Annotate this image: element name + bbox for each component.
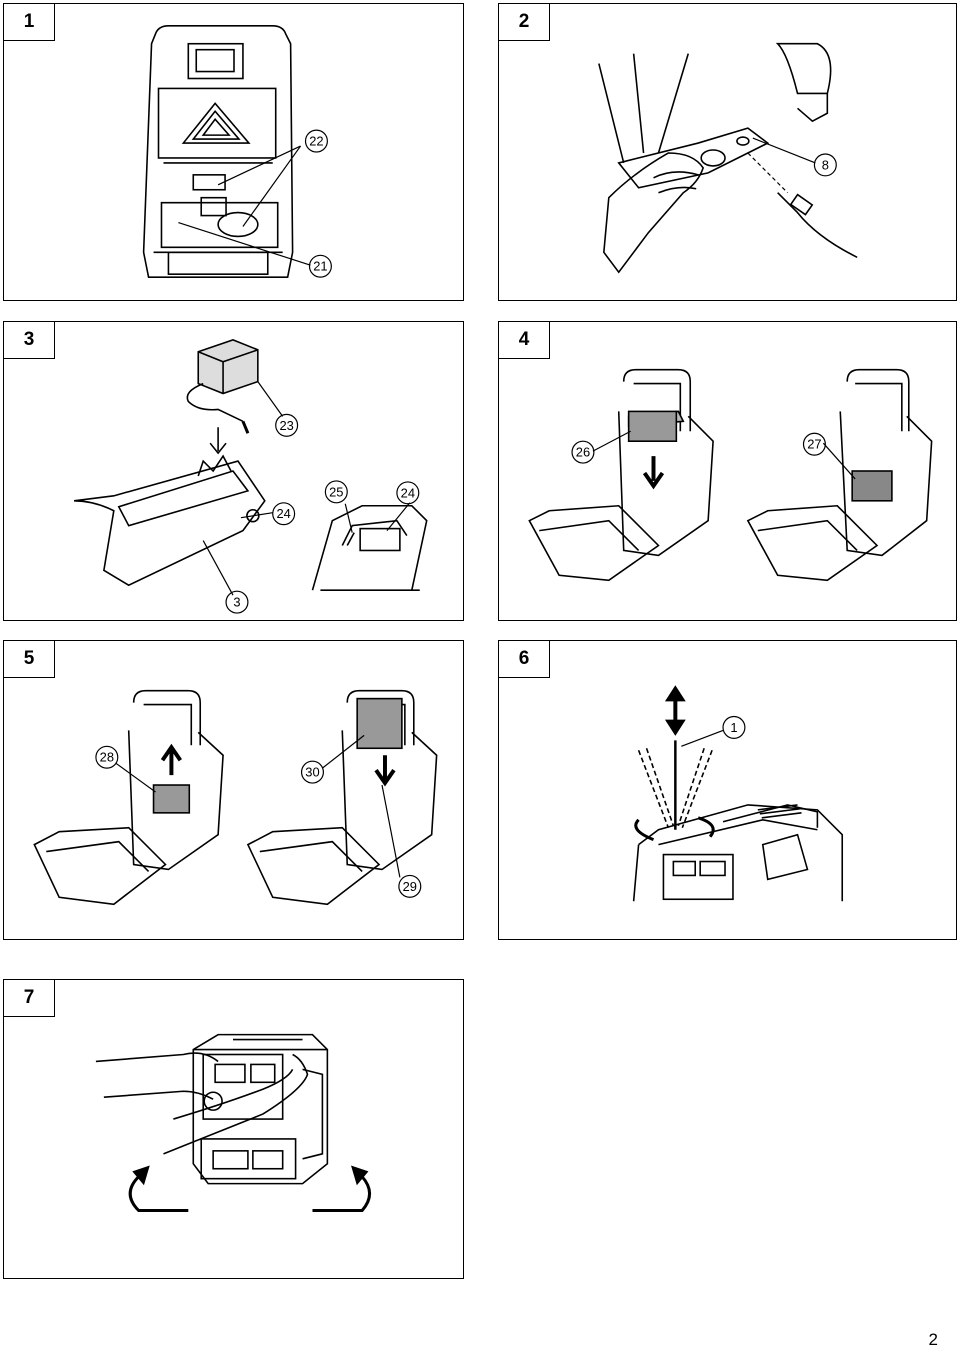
carry-rotate-illustration — [95, 1033, 372, 1212]
figure-panel-4: 4 26 27 — [498, 321, 957, 621]
battery-insertion-illustration: 26 27 — [528, 368, 933, 582]
callout-label: 21 — [313, 259, 327, 274]
figure-panel-5: 5 28 30 29 — [3, 640, 464, 940]
figure-number-4: 4 — [499, 322, 550, 359]
callout-label: 22 — [309, 134, 323, 149]
figure-panel-1: 1 22 21 — [3, 3, 464, 301]
battery-holder-illustration: 23 24 25 24 3 — [73, 339, 428, 614]
callout-label: 25 — [329, 484, 343, 499]
radio-interior-illustration: 22 21 — [142, 25, 332, 278]
callout-circle — [304, 129, 328, 153]
antenna-adjust-illustration: 1 — [632, 685, 844, 902]
figure-panel-2: 2 8 — [498, 3, 957, 301]
callout-circle — [308, 254, 332, 278]
figure-number-6: 6 — [499, 641, 550, 678]
dc-jack-illustration: 8 — [598, 42, 858, 274]
callout-label: 26 — [576, 445, 590, 460]
figure-number-1: 1 — [4, 4, 55, 41]
callout-label: 1 — [730, 720, 737, 735]
callout-label: 8 — [822, 157, 829, 172]
battery-removal-illustration: 28 30 29 — [33, 689, 438, 906]
callout-label: 24 — [276, 506, 290, 521]
figure-number-3: 3 — [4, 322, 55, 359]
callout-label: 24 — [401, 485, 415, 500]
figure-number-5: 5 — [4, 641, 55, 678]
figure-number-2: 2 — [499, 4, 550, 41]
figure-panel-3: 3 — [3, 321, 464, 621]
callout-label: 23 — [279, 418, 293, 433]
figure-panel-6: 6 — [498, 640, 957, 940]
callout-label: 30 — [305, 765, 319, 780]
page-number: 2 — [928, 1330, 938, 1349]
callout-label: 28 — [100, 750, 114, 765]
callout-label: 3 — [233, 595, 240, 610]
figure-panel-7: 7 — [3, 979, 464, 1279]
callout-label: 27 — [807, 437, 821, 452]
figure-number-7: 7 — [4, 980, 55, 1017]
callout-label: 29 — [403, 879, 417, 894]
